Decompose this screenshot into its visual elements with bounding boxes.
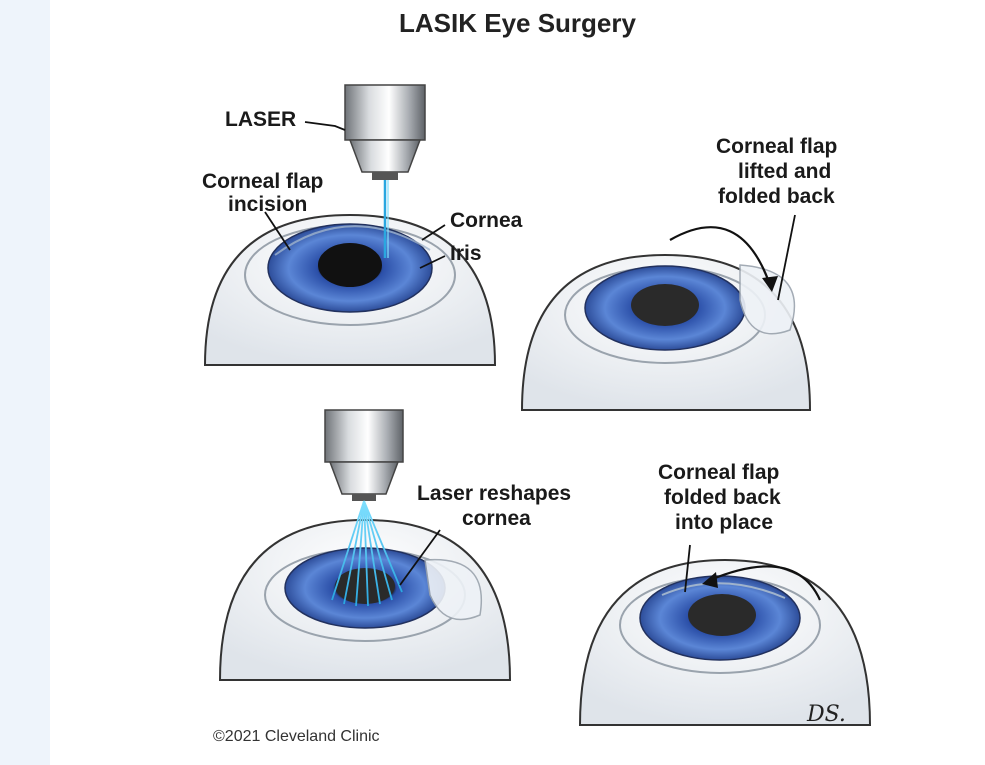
pupil-4	[688, 594, 756, 636]
cornea-dome-4	[661, 582, 786, 599]
laser-nozzle-1	[348, 139, 422, 173]
pupil-1	[318, 243, 382, 287]
leader-incision	[264, 211, 291, 251]
leader-lifted	[777, 214, 796, 301]
label-iris: Iris	[450, 242, 482, 265]
leader-replaced	[684, 544, 691, 593]
laser-head-1	[344, 84, 426, 141]
pupil-2	[631, 284, 699, 326]
lift-arrow-head	[762, 276, 778, 292]
artist-signature: DS.	[807, 702, 846, 727]
diagram-title: LASIK Eye Surgery	[399, 8, 636, 38]
pupil-3	[335, 568, 395, 604]
label-flap-lifted-3: folded back	[718, 185, 835, 208]
label-flap-back-1: Corneal flap	[658, 461, 780, 484]
panel-flap-lifted	[520, 214, 812, 411]
label-flap-incision-1: Corneal flap	[202, 170, 324, 193]
replace-arrow	[709, 565, 822, 601]
label-cornea: Cornea	[450, 209, 523, 232]
leader-reshape	[399, 529, 441, 586]
label-flap-lifted-1: Corneal flap	[716, 135, 838, 158]
label-laser: LASER	[225, 108, 297, 131]
folded-flap-3	[424, 558, 482, 621]
left-margin-strip	[0, 0, 50, 765]
laser-head-3	[324, 409, 404, 463]
label-flap-incision-2: incision	[228, 193, 308, 216]
laser-tip-1	[372, 172, 398, 180]
label-reshapes-2: cornea	[462, 507, 531, 530]
replace-arrow-head	[702, 572, 718, 588]
copyright-credit: ©2021 Cleveland Clinic	[213, 728, 380, 745]
leader-cornea	[421, 224, 446, 241]
panel-reshape	[218, 409, 512, 681]
lasik-illustration	[203, 84, 872, 726]
cornea-dome-1	[274, 225, 431, 256]
laser-nozzle-3	[328, 461, 400, 495]
panel-flap-incision	[203, 84, 497, 366]
diagram-canvas: LASIK Eye Surgery LASER Corneal flap inc…	[50, 0, 985, 765]
laser-tip-3	[352, 494, 376, 501]
label-flap-back-2: folded back	[664, 486, 781, 509]
label-reshapes-1: Laser reshapes	[417, 482, 572, 505]
label-flap-lifted-2: lifted and	[738, 160, 832, 183]
panel-flap-replaced	[578, 544, 872, 726]
laser-beams-3	[331, 500, 403, 607]
lift-arrow	[669, 226, 772, 286]
leader-iris	[419, 255, 446, 269]
label-flap-back-3: into place	[675, 511, 774, 534]
leader-laser	[304, 121, 346, 131]
